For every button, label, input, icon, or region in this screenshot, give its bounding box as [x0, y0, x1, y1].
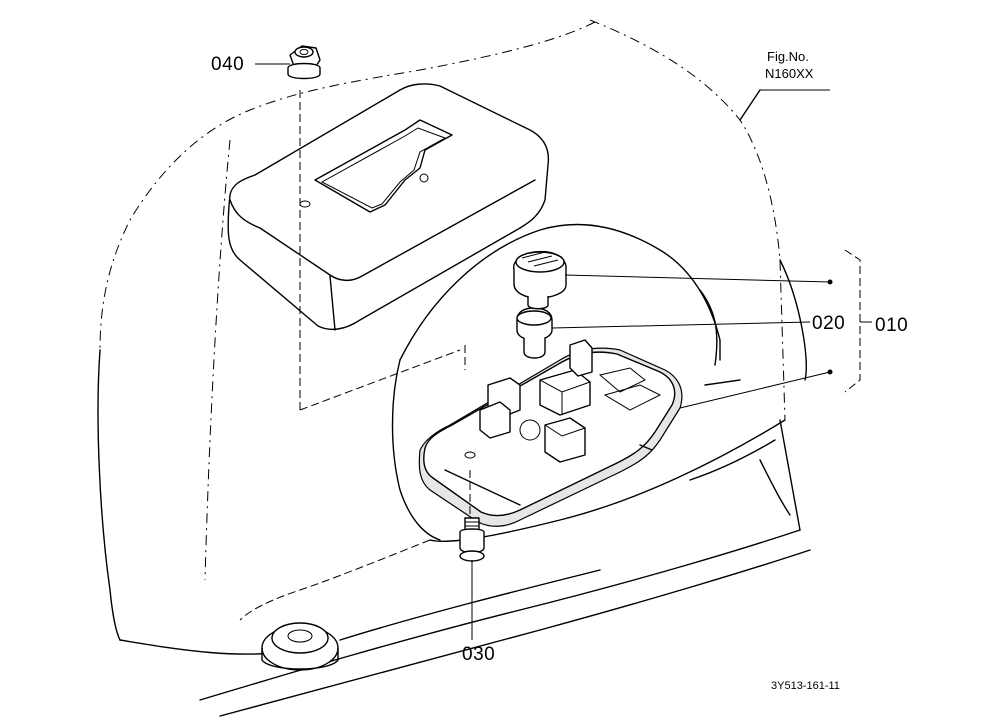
- callout-030: 030: [462, 644, 496, 665]
- screw-part: [459, 470, 485, 562]
- figure-number: N160XX: [765, 66, 814, 81]
- callout-040: 040: [211, 54, 245, 75]
- mounting-cavity: [299, 90, 741, 541]
- drawing-code: 3Y513-161-11: [771, 680, 840, 692]
- lamp-housing: [418, 339, 683, 527]
- bulb-part: [516, 307, 553, 359]
- nut-part: [287, 45, 321, 80]
- lamp-knob: [513, 250, 567, 310]
- callout-020: 020: [812, 313, 846, 334]
- upper-cover: [227, 83, 550, 331]
- callout-010: 010: [875, 315, 909, 336]
- leader-lines: [255, 63, 872, 640]
- figure-label: Fig.No.: [767, 49, 809, 64]
- base-frame: [199, 419, 811, 717]
